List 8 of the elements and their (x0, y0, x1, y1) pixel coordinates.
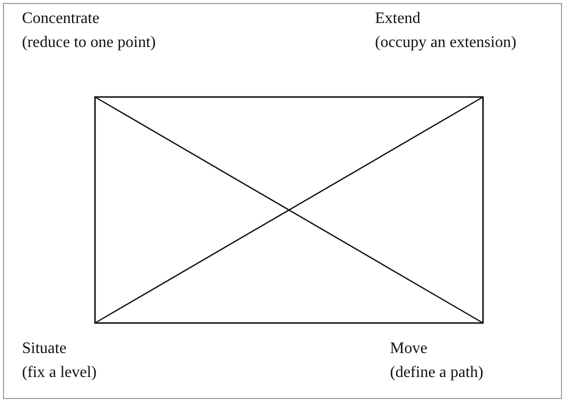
heading-text: Extend (375, 9, 420, 29)
note-text: (define a path) (390, 363, 484, 383)
note-text: (reduce to one point) (22, 33, 156, 53)
note-text: (occupy an extension) (375, 33, 516, 53)
heading-text: Move (390, 339, 428, 359)
heading-text: Situate (22, 339, 66, 359)
note-text: (fix a level) (22, 363, 97, 383)
heading-text: Concentrate (22, 9, 100, 29)
